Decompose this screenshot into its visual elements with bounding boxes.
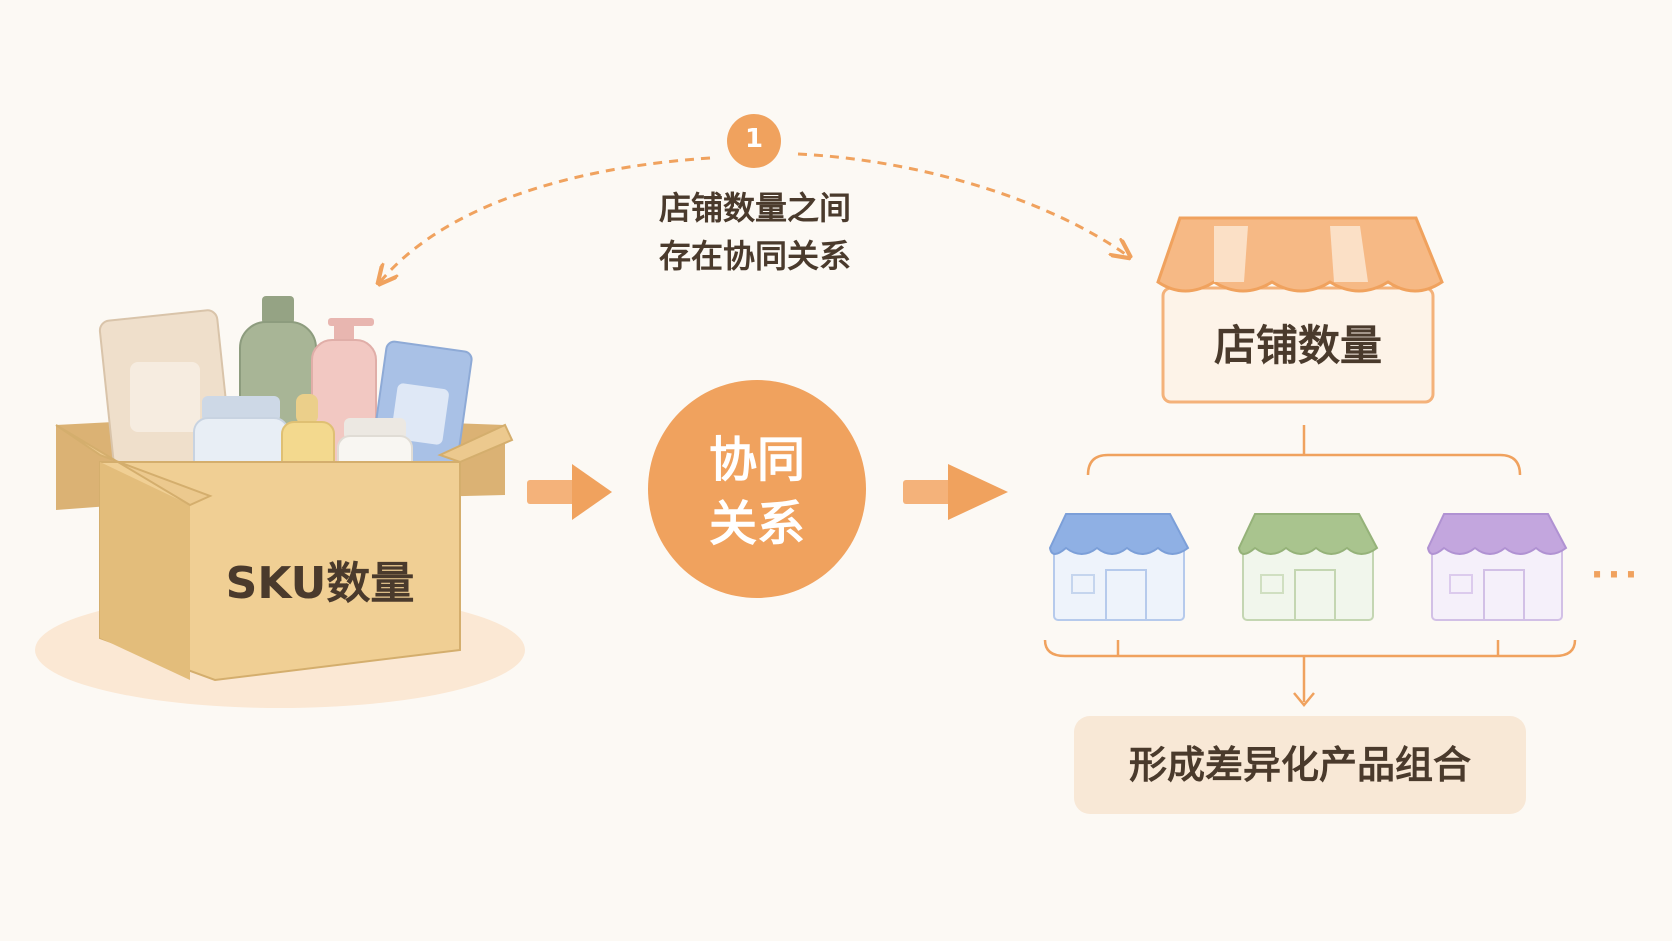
store-main-illustration bbox=[1156, 216, 1444, 404]
store-main-label: 店铺数量 bbox=[1213, 321, 1382, 370]
store-main-awning bbox=[1156, 216, 1444, 293]
result-box bbox=[1074, 716, 1526, 814]
arc-left-arrow bbox=[380, 156, 711, 282]
store-green-illustration bbox=[1237, 513, 1379, 621]
synergy-line-2: 关系 bbox=[708, 496, 805, 552]
store-purple-illustration bbox=[1426, 513, 1568, 621]
synergy-circle bbox=[648, 380, 866, 598]
arrow-right-2 bbox=[903, 464, 1008, 520]
synergy-line-1: 协同 bbox=[708, 432, 805, 488]
sku-box-illustration bbox=[35, 296, 525, 708]
result-label: 形成差异化产品组合 bbox=[1128, 743, 1471, 787]
step-badge bbox=[727, 114, 781, 168]
branch-lines bbox=[1043, 425, 1577, 707]
more-stores-ellipsis: ··· bbox=[1590, 555, 1642, 595]
annotation-line-2: 存在协同关系 bbox=[658, 237, 851, 275]
store-blue-illustration bbox=[1048, 513, 1190, 621]
sku-label: SKU数量 bbox=[225, 558, 415, 609]
arc-right-arrow bbox=[797, 152, 1128, 256]
dashed-arc-arrows bbox=[380, 152, 1128, 282]
step-number: 1 bbox=[744, 124, 764, 154]
arrow-right-1 bbox=[527, 464, 612, 520]
annotation-line-1: 店铺数量之间 bbox=[658, 189, 851, 227]
